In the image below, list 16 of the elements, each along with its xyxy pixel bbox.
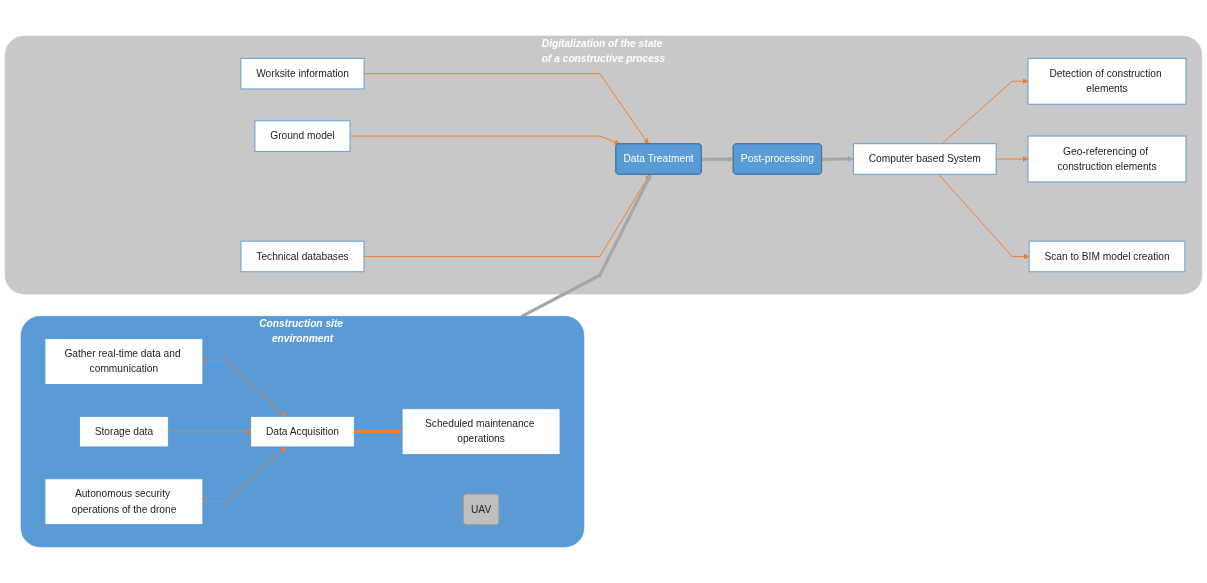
arrow bbox=[701, 156, 734, 162]
node-box: Data Acquisition bbox=[250, 415, 355, 448]
node-box: Ground model bbox=[254, 120, 351, 152]
node-box: Detection of construction elements bbox=[1027, 57, 1187, 105]
node-box: Scheduled maintenance operations bbox=[401, 408, 561, 456]
arrow bbox=[354, 428, 403, 435]
node-box: Geo-referencing of construction elements bbox=[1027, 135, 1187, 183]
node-box: Technical databases bbox=[240, 240, 365, 273]
arrow bbox=[821, 156, 854, 162]
node-box: Computer based System bbox=[852, 143, 997, 175]
node-box: Scan to BIM model creation bbox=[1028, 240, 1186, 273]
arrow bbox=[521, 174, 652, 318]
node-box: Gather real-time data and communication bbox=[44, 338, 204, 385]
node-box: Storage data bbox=[78, 415, 169, 448]
node-box: Autonomous security operations of the drone bbox=[44, 478, 204, 526]
node-box: Worksite information bbox=[240, 57, 365, 90]
